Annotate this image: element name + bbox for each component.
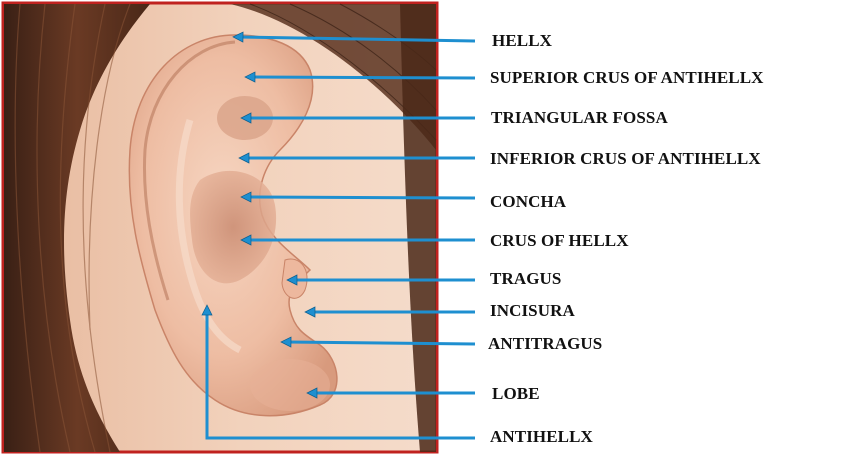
label-incisura: INCISURA: [490, 302, 575, 319]
label-triangular-fossa: TRIANGULAR FOSSA: [491, 109, 668, 126]
arrow-antitragus: [286, 342, 475, 344]
label-antitragus: ANTITRAGUS: [488, 335, 602, 352]
label-crus-of-hellx: CRUS OF HELLX: [490, 232, 629, 249]
label-concha: CONCHA: [490, 193, 566, 210]
arrow-hellx: [238, 37, 475, 41]
label-antihellx: ANTIHELLX: [490, 428, 593, 445]
label-superior-crus-of-antihellx: SUPERIOR CRUS OF ANTIHELLX: [490, 69, 764, 86]
arrow-antihellx: [207, 310, 475, 438]
arrow-superior-crus: [250, 77, 475, 78]
arrow-concha: [246, 197, 475, 198]
label-hellx: HELLX: [492, 32, 552, 49]
label-inferior-crus-of-antihellx: INFERIOR CRUS OF ANTIHELLX: [490, 150, 761, 167]
label-lobe: LOBE: [492, 385, 540, 402]
label-tragus: TRAGUS: [490, 270, 561, 287]
